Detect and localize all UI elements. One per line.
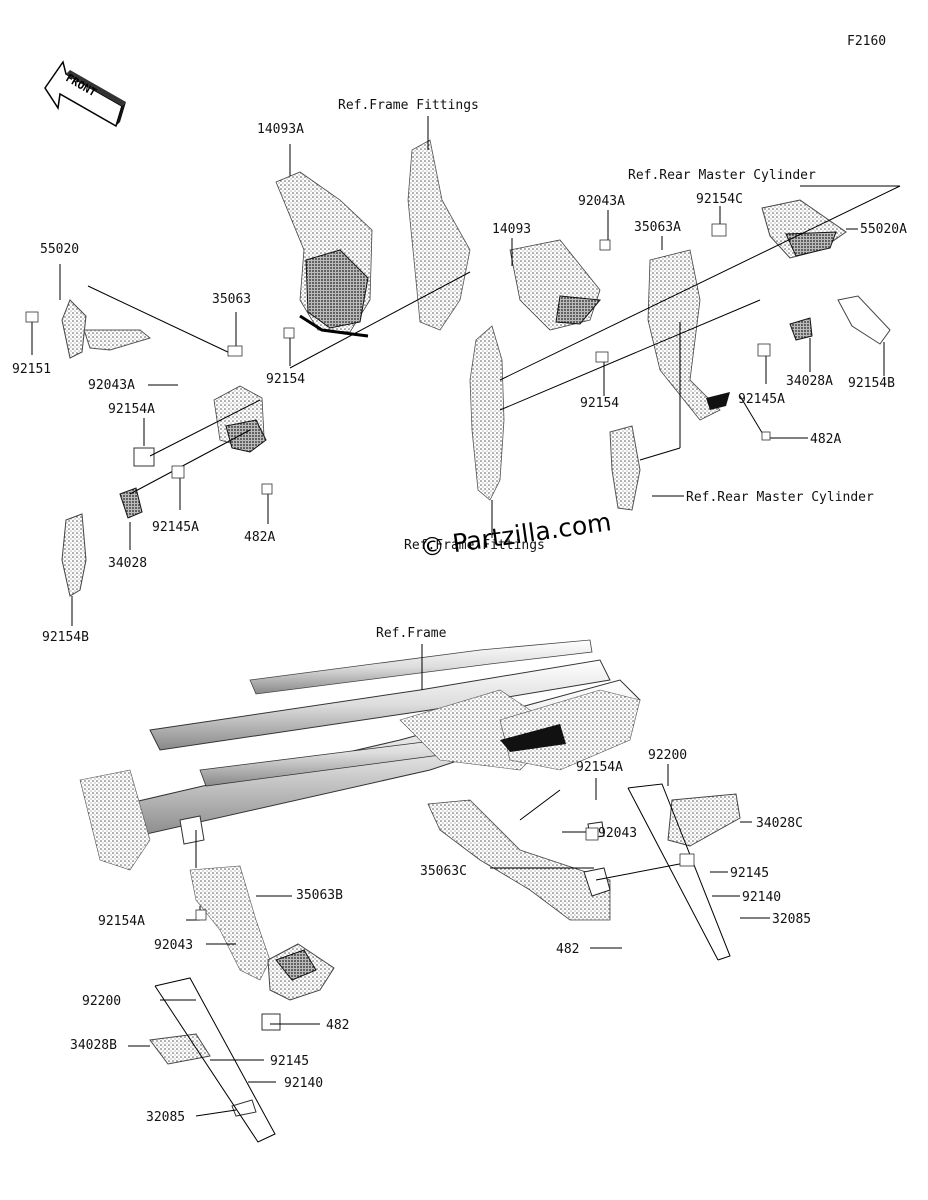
part-label-92154A-lower-left[interactable]: 92154A	[98, 914, 145, 929]
part-label-32085-right[interactable]: 32085	[772, 912, 812, 927]
part-label-92154-left[interactable]: 92154	[266, 372, 306, 387]
upper-left-bracket	[275, 171, 373, 338]
part-label-92154B-left[interactable]: 92154B	[42, 630, 89, 645]
left-step-assembly	[61, 299, 267, 597]
part-label-55020A[interactable]: 55020A	[860, 222, 907, 237]
part-label-92154B-right[interactable]: 92154B	[848, 376, 895, 391]
part-label-482A-right[interactable]: 482A	[810, 432, 842, 447]
part-label-92145-right[interactable]: 92145	[730, 866, 770, 881]
part-label-92043-lower-left[interactable]: 92043	[154, 938, 194, 953]
part-label-482-lower-left[interactable]: 482	[326, 1018, 350, 1033]
fasteners	[25, 223, 771, 921]
part-label-32085-lower-left[interactable]: 32085	[146, 1110, 186, 1125]
part-label-92154C[interactable]: 92154C	[696, 192, 743, 207]
part-label-92140-lower-left[interactable]: 92140	[284, 1076, 324, 1091]
part-label-35063A[interactable]: 35063A	[634, 220, 681, 235]
front-arrow-icon: FRONT	[44, 60, 126, 128]
part-label-92043A-left[interactable]: 92043A	[88, 378, 135, 393]
main-frame	[79, 639, 641, 871]
figure-code: F2160	[847, 34, 887, 49]
part-label-35063[interactable]: 35063	[212, 292, 252, 307]
part-label-92145A-right[interactable]: 92145A	[738, 392, 785, 407]
ref-rear-master-cylinder-top: Ref.Rear Master Cylinder	[628, 168, 816, 183]
part-label-35063B[interactable]: 35063B	[296, 888, 343, 903]
part-label-14093A[interactable]: 14093A	[257, 122, 304, 137]
part-label-35063C[interactable]: 35063C	[420, 864, 467, 879]
part-label-34028[interactable]: 34028	[108, 556, 148, 571]
part-label-14093[interactable]: 14093	[492, 222, 532, 237]
left-lower-step-bracket	[149, 865, 335, 1117]
ref-frame: Ref.Frame	[376, 626, 447, 641]
part-label-92145-lower-left[interactable]: 92145	[270, 1054, 310, 1069]
part-label-482-right[interactable]: 482	[556, 942, 580, 957]
part-label-92151[interactable]: 92151	[12, 362, 52, 377]
frame-fittings-middle	[469, 325, 505, 501]
part-label-482A-left[interactable]: 482A	[244, 530, 276, 545]
part-label-92154A-left[interactable]: 92154A	[108, 402, 155, 417]
part-label-92145A-left[interactable]: 92145A	[152, 520, 199, 535]
part-label-55020[interactable]: 55020	[40, 242, 80, 257]
leader-lines	[31, 116, 901, 1117]
part-label-34028C[interactable]: 34028C	[756, 816, 803, 831]
part-label-92154-right[interactable]: 92154	[580, 396, 620, 411]
part-label-92043A-right[interactable]: 92043A	[578, 194, 625, 209]
reference-outline-boxes	[154, 783, 731, 1143]
ref-rear-master-cylinder-mid: Ref.Rear Master Cylinder	[686, 490, 874, 505]
right-lower-step-bracket	[427, 793, 741, 921]
part-label-92043-right[interactable]: 92043	[598, 826, 638, 841]
right-step-assembly	[509, 199, 891, 511]
frame-fittings-top	[407, 139, 471, 331]
part-label-92200-right[interactable]: 92200	[648, 748, 688, 763]
part-label-92140-right[interactable]: 92140	[742, 890, 782, 905]
part-label-34028A[interactable]: 34028A	[786, 374, 833, 389]
part-label-92200-lower-left[interactable]: 92200	[82, 994, 122, 1009]
part-label-92154A-right[interactable]: 92154A	[576, 760, 623, 775]
ref-frame-fittings-top: Ref.Frame Fittings	[338, 98, 479, 113]
ref-frame-fittings-mid: Ref.Frame Fittings	[404, 538, 545, 553]
part-label-34028B[interactable]: 34028B	[70, 1038, 117, 1053]
